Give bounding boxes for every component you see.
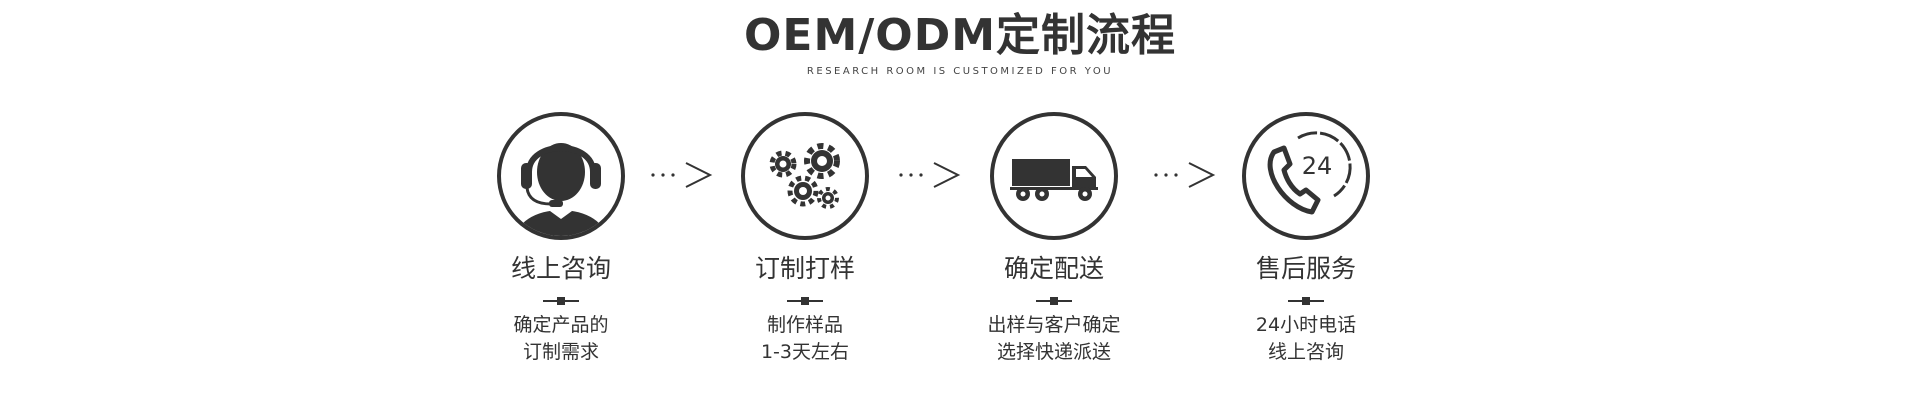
step-divider (543, 294, 579, 308)
step-description: 确定产品的 订制需求 (441, 312, 681, 366)
process-step-sample: 订制打样 制作样品 1-3天左右 (685, 112, 925, 366)
step-title: 确定配送 (1003, 254, 1104, 283)
step-description-line: 出样与客户确定 (987, 314, 1121, 336)
step-description-line: 线上咨询 (1267, 341, 1344, 363)
customer-service-headset-icon (515, 143, 607, 236)
step-divider (787, 294, 823, 308)
step-description-line: 选择快递派送 (996, 341, 1111, 363)
step-description-line: 订制需求 (522, 341, 599, 363)
phone-24-hour-icon: 24 (1267, 131, 1352, 215)
dotted-arrow-icon (898, 160, 962, 190)
step-title: 订制打样 (754, 254, 855, 283)
page-subtitle: RESEARCH ROOM IS CUSTOMIZED FOR YOU (806, 66, 1114, 77)
dotted-arrow-icon (650, 160, 714, 190)
step-title: 线上咨询 (510, 254, 611, 283)
process-step-delivery: 确定配送 出样与客户确定 选择快递派送 (934, 112, 1174, 366)
process-step-after-sales: 24 售后服务 24小时电话 线上咨询 (1186, 112, 1426, 366)
step-description-line: 24小时电话 (1255, 314, 1357, 336)
step-divider (1288, 294, 1324, 308)
step-description: 制作样品 1-3天左右 (685, 312, 925, 366)
page-title: OEM/ODM定制流程 (743, 10, 1177, 61)
step-icon-circle (497, 112, 625, 240)
step-title: 售后服务 (1255, 254, 1356, 283)
step-description-line: 制作样品 (766, 314, 843, 336)
delivery-truck-icon (1010, 159, 1098, 201)
step-icon-circle (741, 112, 869, 240)
step-description: 24小时电话 线上咨询 (1186, 312, 1426, 366)
step-description: 出样与客户确定 选择快递派送 (934, 312, 1174, 366)
step-icon-circle: 24 (1242, 112, 1370, 240)
step-divider (1036, 294, 1072, 308)
step-description-line: 确定产品的 (513, 314, 609, 336)
step-icon-circle (990, 112, 1118, 240)
dotted-arrow-icon (1153, 160, 1217, 190)
gears-icon (769, 143, 840, 209)
step-description-line: 1-3天左右 (760, 341, 850, 363)
process-step-consult: 线上咨询 确定产品的 订制需求 (441, 112, 681, 366)
svg-text:24: 24 (1302, 152, 1333, 180)
